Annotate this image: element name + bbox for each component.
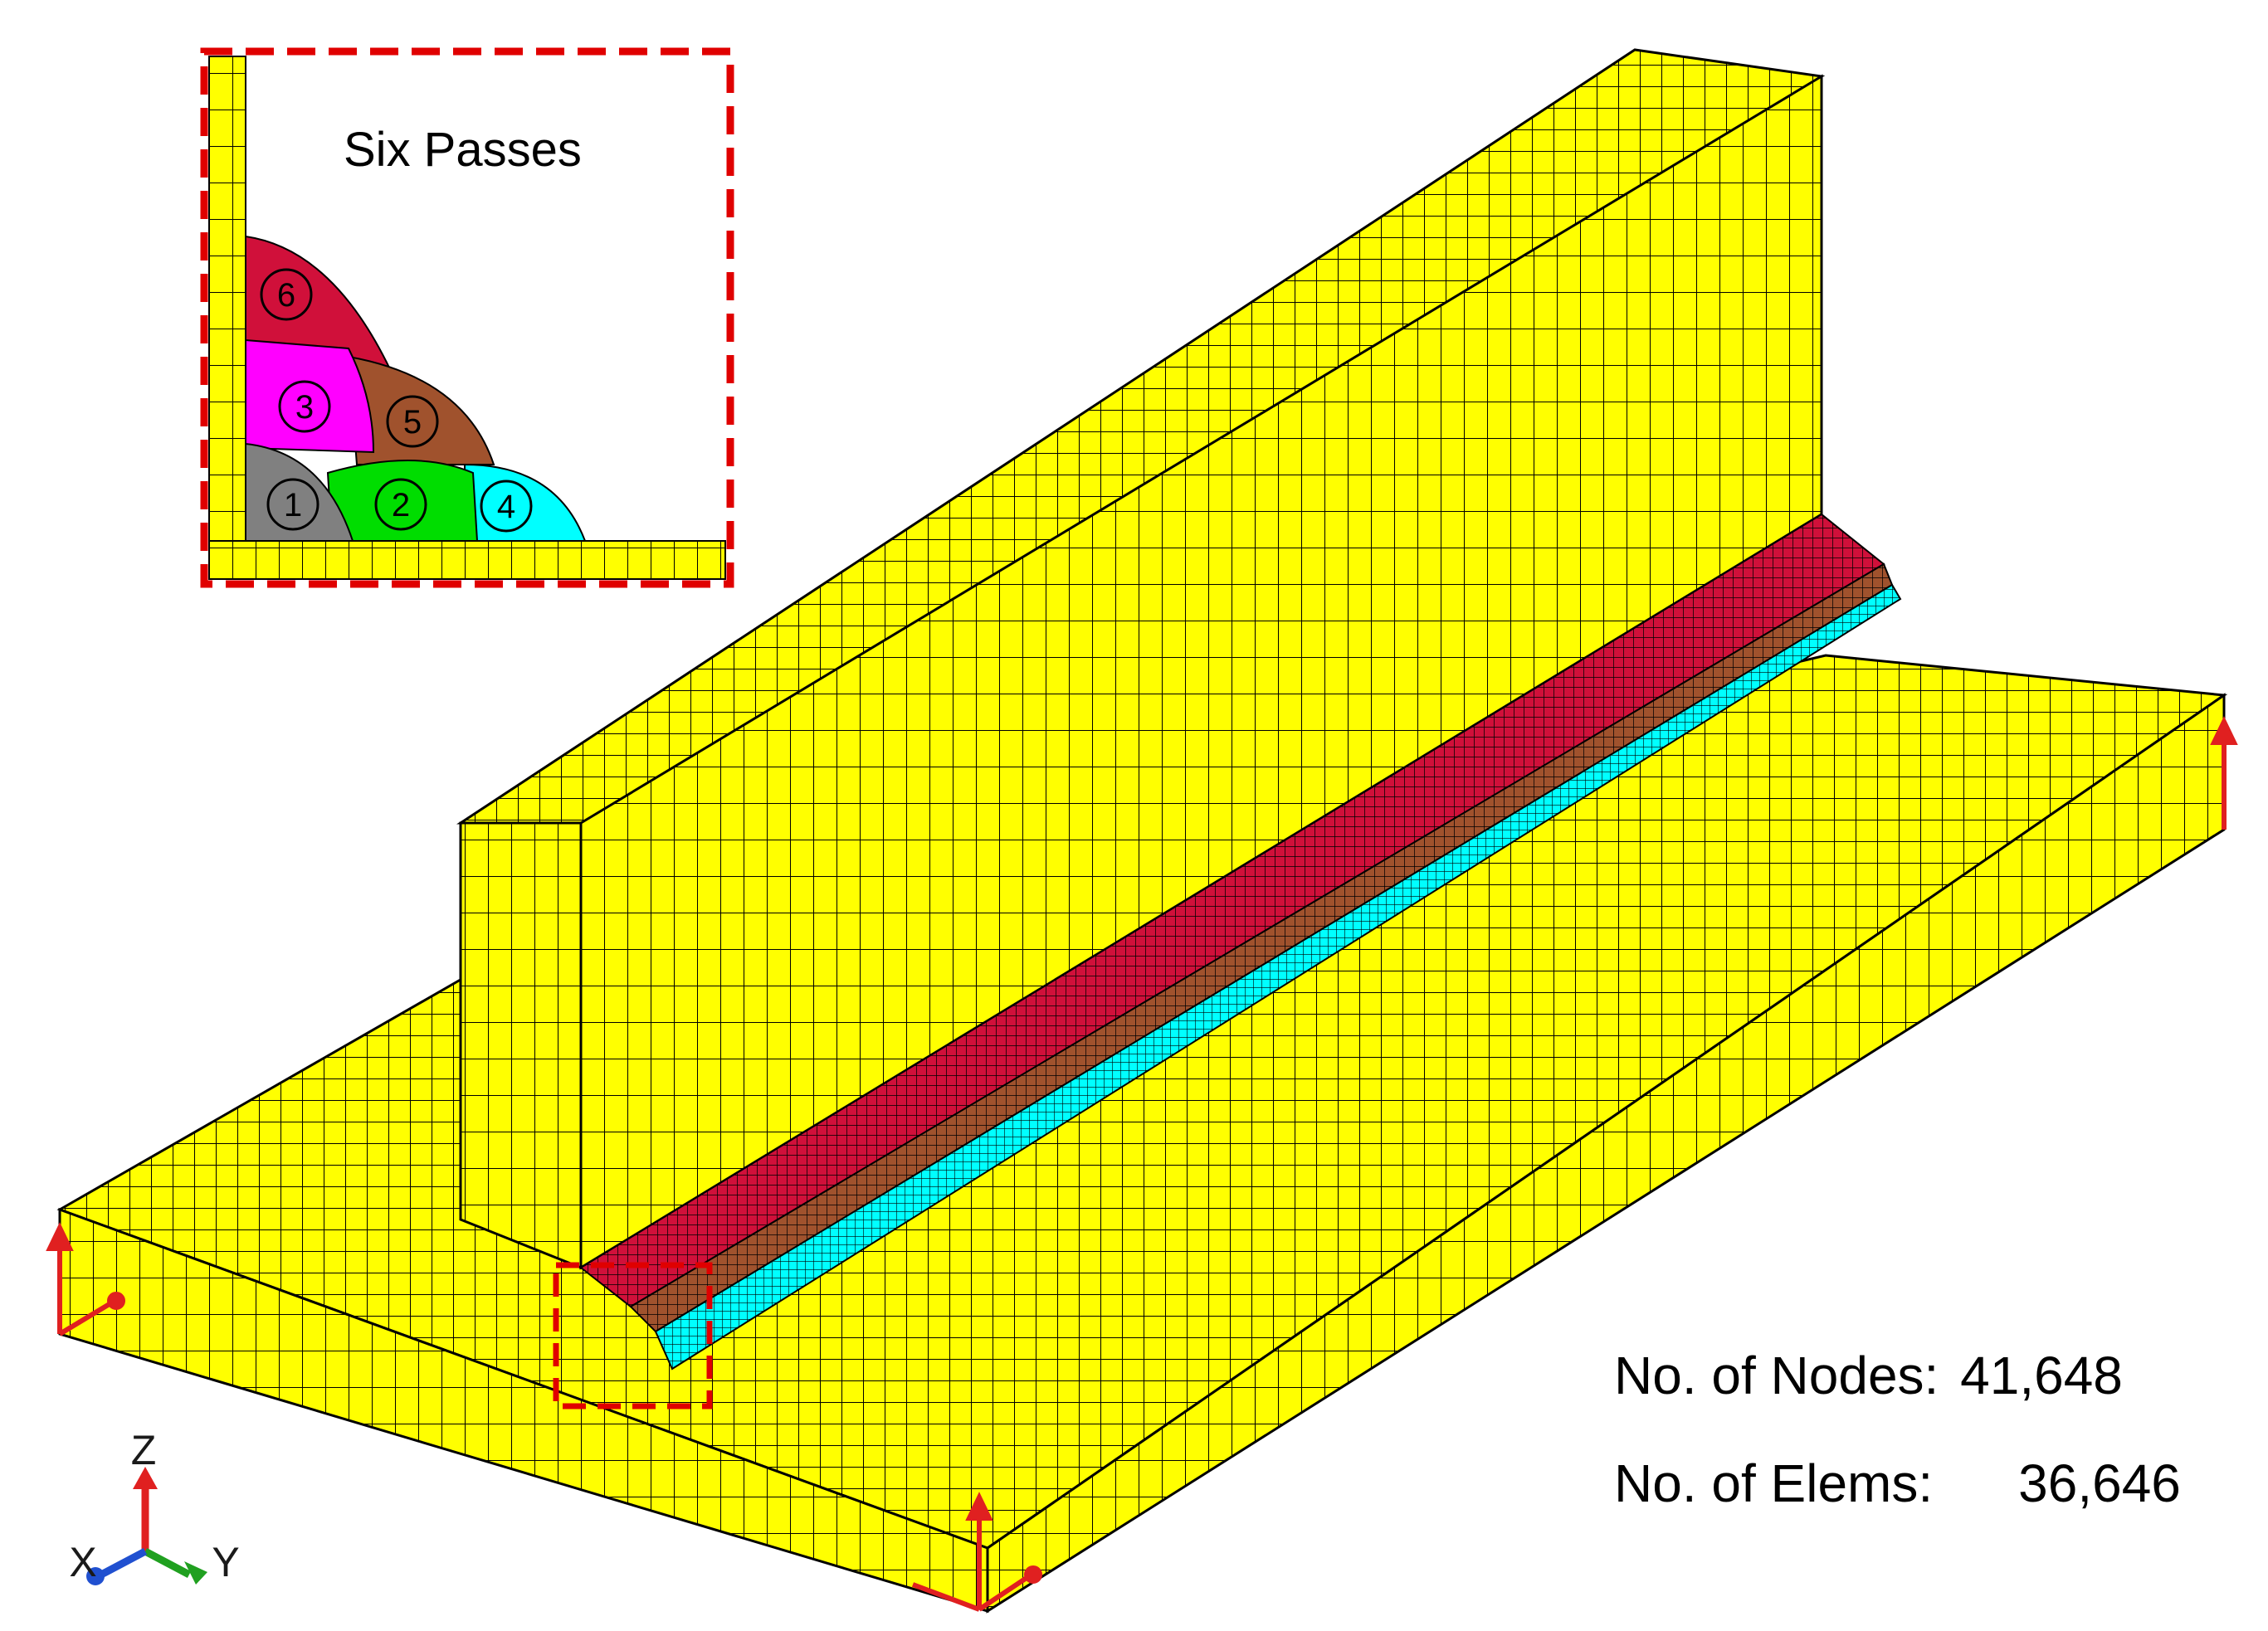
vertical-web-plate [456, 48, 1826, 1270]
axis-label-z: Z [131, 1427, 157, 1473]
inset-horizontal-plate [208, 540, 726, 580]
axis-label-y: Y [212, 1539, 239, 1585]
inset-pass-2 [326, 460, 479, 542]
web-plate-end-face [459, 821, 583, 1270]
bc-arrow-bottom [911, 1492, 1042, 1612]
elems-value: 36,646 [2018, 1453, 2181, 1513]
pass-label-6: 6 [277, 277, 295, 314]
bc-arrows [46, 716, 2238, 1612]
axis-label-x: X [69, 1539, 96, 1585]
inset-title: Six Passes [344, 123, 582, 177]
base-plate [56, 654, 2228, 1614]
pass-label-1: 1 [284, 487, 302, 523]
pass-label-5: 5 [403, 404, 422, 441]
weld-pass-4-strip [654, 583, 1902, 1371]
pass-label-3: 3 [295, 389, 314, 426]
elems-label: No. of Elems: [1614, 1453, 1933, 1513]
mesh-stats: No. of Nodes: 41,648 No. of Elems: 36,64… [1614, 1346, 2181, 1513]
bc-arrow-right [2210, 716, 2238, 830]
detail-region-box [553, 1262, 713, 1409]
pass-label-2: 2 [392, 487, 410, 523]
inset-border [200, 47, 734, 588]
inset-panel: 6 3 5 1 2 4 Six Passes [200, 47, 734, 588]
inset-pass-markers [260, 268, 533, 533]
pass-label-4: 4 [497, 489, 515, 525]
inset-pass-3 [245, 338, 375, 454]
nodes-label: No. of Nodes: [1614, 1346, 1939, 1405]
bc-arrow-left [46, 1222, 125, 1336]
inset-vertical-plate [208, 56, 246, 551]
inset-pass-5 [347, 355, 495, 465]
weld-bead [579, 513, 1902, 1371]
nodes-value: 41,648 [1960, 1346, 2123, 1405]
coordinate-triad: Z X Y [69, 1427, 240, 1585]
